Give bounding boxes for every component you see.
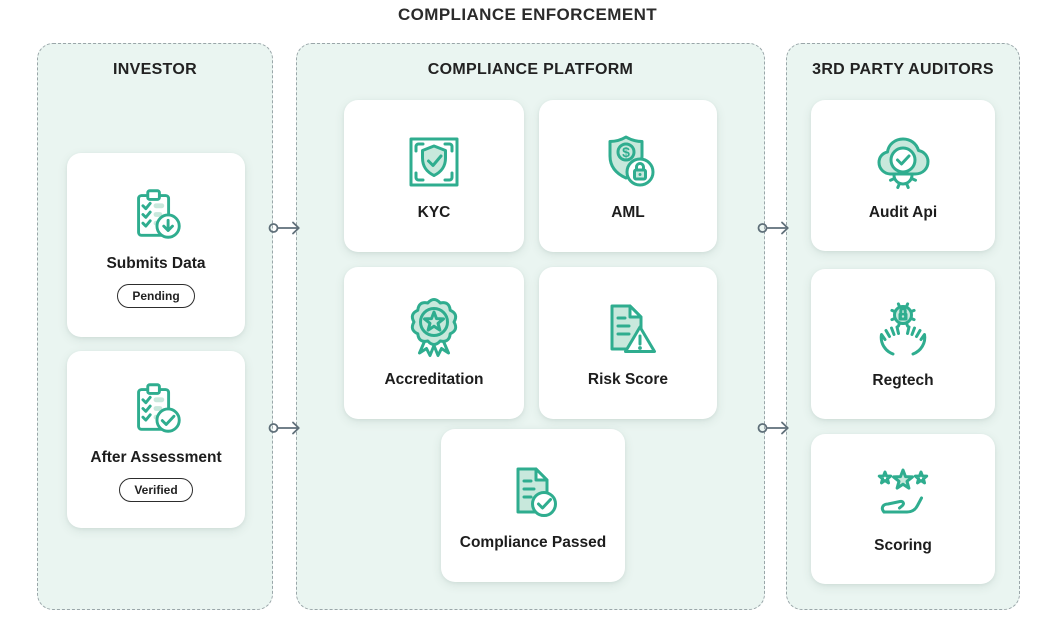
card-label-after-assessment: After Assessment <box>90 449 222 466</box>
circle-arrow-right-icon <box>268 421 300 435</box>
panel-auditors-title: 3RD PARTY AUDITORS <box>812 61 994 78</box>
card-regtech: Regtech <box>811 269 995 419</box>
card-compliance-passed: Compliance Passed <box>441 429 625 582</box>
card-label-accreditation: Accreditation <box>384 371 484 388</box>
flow-connector-platform-auditors-bottom <box>757 420 793 436</box>
clipboard-check-icon <box>125 377 187 439</box>
panel-compliance-platform: COMPLIANCE PLATFORM KYC $ <box>296 43 765 610</box>
card-label-submits-data: Submits Data <box>106 254 206 272</box>
status-badge-pending: Pending <box>117 283 195 308</box>
circle-arrow-right-icon <box>268 221 300 235</box>
card-label-audit-api: Audit Api <box>868 203 938 221</box>
cloud-check-gear-icon <box>871 130 935 194</box>
card-label-aml: AML <box>611 204 645 221</box>
panel-investor: INVESTOR Submits Data Pending <box>37 43 273 610</box>
shield-check-scan-icon <box>402 130 466 194</box>
card-after-assessment: After Assessment Verified <box>67 351 245 528</box>
card-risk-score: Risk Score <box>539 267 717 419</box>
shield-dollar-lock-icon: $ <box>596 130 660 194</box>
panel-3rd-party-auditors: 3RD PARTY AUDITORS Audit Api <box>786 43 1020 610</box>
circle-arrow-right-icon <box>757 421 789 435</box>
hands-gear-lock-icon <box>871 298 935 362</box>
diagram-title: COMPLIANCE ENFORCEMENT <box>397 5 658 24</box>
card-label-regtech: Regtech <box>872 372 934 389</box>
flow-connector-investor-platform-bottom <box>268 420 304 436</box>
card-label-risk-score: Risk Score <box>587 371 669 388</box>
svg-text:$: $ <box>622 144 630 160</box>
card-label-kyc: KYC <box>417 204 451 221</box>
card-label-scoring: Scoring <box>874 537 932 554</box>
card-accreditation: Accreditation <box>344 267 524 419</box>
flow-connector-platform-auditors-top <box>757 220 793 236</box>
document-check-icon <box>501 460 565 524</box>
document-warning-icon <box>596 297 660 361</box>
card-kyc: KYC <box>344 100 524 252</box>
panel-investor-title: INVESTOR <box>113 61 197 78</box>
card-scoring: Scoring <box>811 434 995 584</box>
card-submits-data: Submits Data Pending <box>67 153 245 337</box>
card-aml: $ AML <box>539 100 717 252</box>
hand-stars-icon <box>871 463 935 527</box>
circle-arrow-right-icon <box>757 221 789 235</box>
status-badge-verified: Verified <box>119 478 193 502</box>
panel-platform-title: COMPLIANCE PLATFORM <box>427 61 634 78</box>
clipboard-download-icon <box>125 183 187 245</box>
award-rosette-star-icon <box>402 297 466 361</box>
card-label-compliance-passed: Compliance Passed <box>459 533 607 551</box>
flow-connector-investor-platform-top <box>268 220 304 236</box>
card-audit-api: Audit Api <box>811 100 995 251</box>
